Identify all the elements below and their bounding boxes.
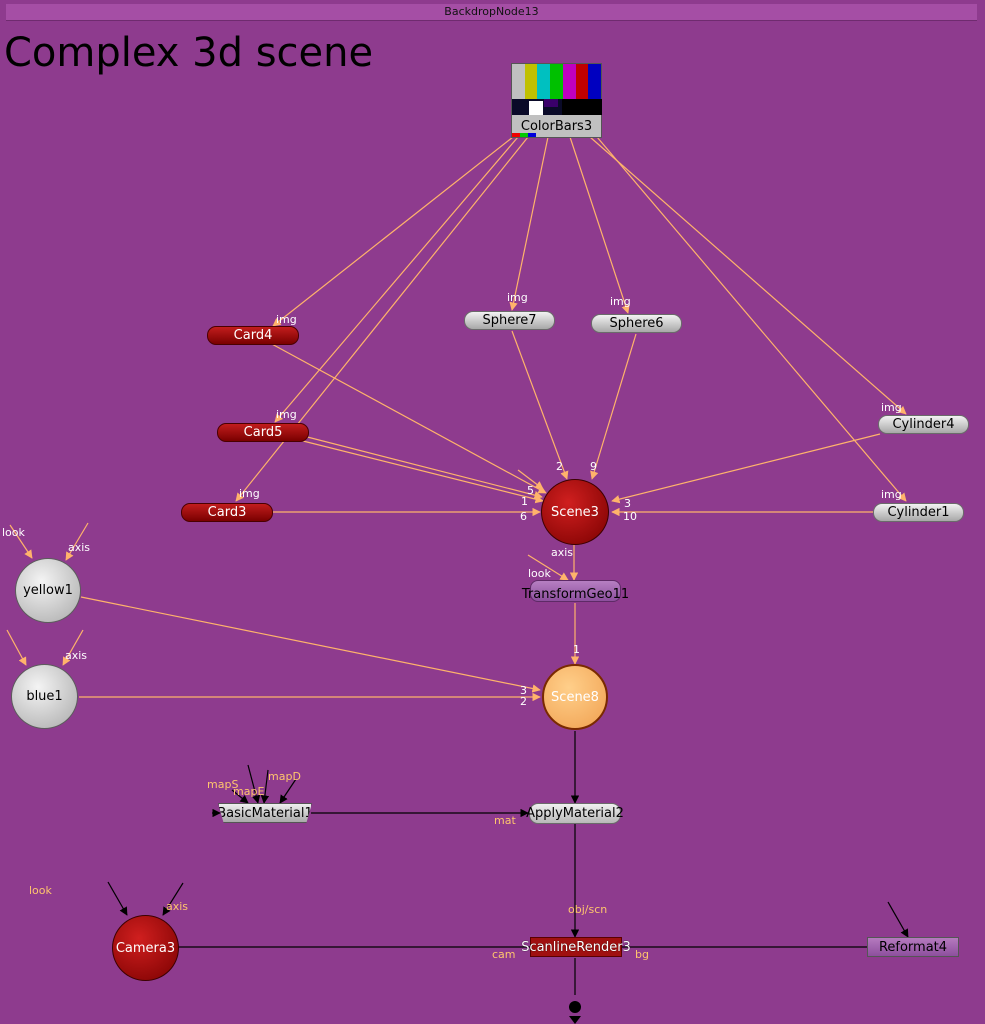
sphere6-node[interactable]: Sphere6 [591, 314, 682, 333]
basicmaterial-label: BasicMaterial1 [217, 805, 313, 821]
wire-sphere7-scene3 [511, 330, 569, 480]
colorbars-label: ColorBars3 [520, 119, 593, 134]
cylinder1-label: Cylinder1 [887, 505, 950, 520]
yellow1-light-node[interactable]: yellow1 [15, 558, 81, 623]
wire-colorbars-sphere6 [569, 136, 630, 314]
wire-colorbars-sphere7 [509, 136, 549, 311]
wire-card-extra-scene3 [517, 469, 544, 490]
blue1-label: blue1 [26, 689, 63, 704]
wire-input-camera-look [107, 881, 128, 916]
scene3-node[interactable]: Scene3 [541, 479, 609, 545]
colorbars-lower-stripe [512, 99, 602, 115]
cylinder4-label: Cylinder4 [892, 417, 955, 432]
channel-green-indicator [520, 133, 528, 137]
wire-colorbars-card4 [272, 136, 514, 327]
reformat4-label: Reformat4 [878, 939, 948, 955]
camera3-label: Camera3 [115, 940, 176, 956]
wire-mapE [247, 764, 261, 804]
wire-yellow-scene8 [80, 596, 541, 693]
backdrop-label: Complex 3d scene [4, 30, 374, 76]
colorbars-node[interactable]: ColorBars3 [511, 63, 602, 138]
wire-look-transformgeo [527, 554, 569, 581]
applymaterial-label: ApplyMaterial2 [526, 806, 624, 821]
wire-card4-scene3 [269, 342, 547, 494]
orange-wires [6, 136, 907, 702]
channel-blue-indicator [528, 133, 536, 137]
scanlinerender-node[interactable]: ScanlineRender3 [521, 937, 631, 957]
card4-label: Card4 [233, 328, 273, 343]
scanlinerender-label: ScanlineRender3 [521, 939, 631, 955]
wire-mapD2 [279, 778, 297, 804]
wire-axis-yellow [65, 522, 89, 561]
scene8-label: Scene8 [551, 689, 599, 705]
scene8-node[interactable]: Scene8 [542, 664, 608, 730]
wire-axis-blue [62, 629, 84, 666]
wire-card5-scene3 [302, 440, 544, 504]
wire-input-reformat [887, 901, 909, 938]
applymaterial-node[interactable]: ApplyMaterial2 [526, 803, 624, 824]
backdrop-title[interactable]: BackdropNode13 [6, 4, 977, 21]
sphere7-node[interactable]: Sphere7 [464, 311, 555, 330]
wire-colorbars-card5 [274, 136, 519, 423]
channel-red-indicator [512, 133, 520, 137]
scene3-label: Scene3 [551, 504, 599, 520]
camera3-node[interactable]: Camera3 [112, 915, 179, 981]
basicmaterial-node[interactable]: BasicMaterial1 [218, 803, 312, 823]
yellow1-label: yellow1 [23, 583, 73, 598]
wire-colorbars-cylinder4 [589, 136, 907, 415]
wire-look-yellow [9, 524, 33, 559]
reformat4-node[interactable]: Reformat4 [867, 937, 959, 957]
output-arrow [569, 1016, 581, 1024]
transformgeo-node[interactable]: TransformGeo11 [522, 580, 629, 602]
wire-look-blue [6, 629, 27, 666]
sphere6-label: Sphere6 [609, 316, 664, 331]
wire-cylinder4-scene3 [611, 433, 881, 504]
colorbars-thumbnail [512, 64, 602, 99]
blue1-light-node[interactable]: blue1 [11, 664, 78, 729]
card5-node[interactable]: Card5 [217, 423, 309, 442]
wire-mapS [231, 789, 249, 804]
card4-node[interactable]: Card4 [207, 326, 299, 345]
card3-node[interactable]: Card3 [181, 503, 273, 522]
cylinder4-node[interactable]: Cylinder4 [878, 415, 969, 434]
transformgeo-label: TransformGeo11 [521, 586, 630, 602]
black-wires [107, 731, 909, 995]
cylinder1-node[interactable]: Cylinder1 [873, 503, 964, 522]
card5-label: Card5 [243, 425, 283, 440]
wire-input-camera-axis [162, 882, 184, 916]
sphere7-label: Sphere7 [482, 313, 537, 328]
output-dot [569, 1001, 581, 1013]
card3-label: Card3 [207, 505, 247, 520]
wire-sphere6-scene3 [590, 333, 637, 480]
wire-card-extra2-scene3 [279, 429, 543, 500]
wire-mapD [260, 769, 270, 804]
